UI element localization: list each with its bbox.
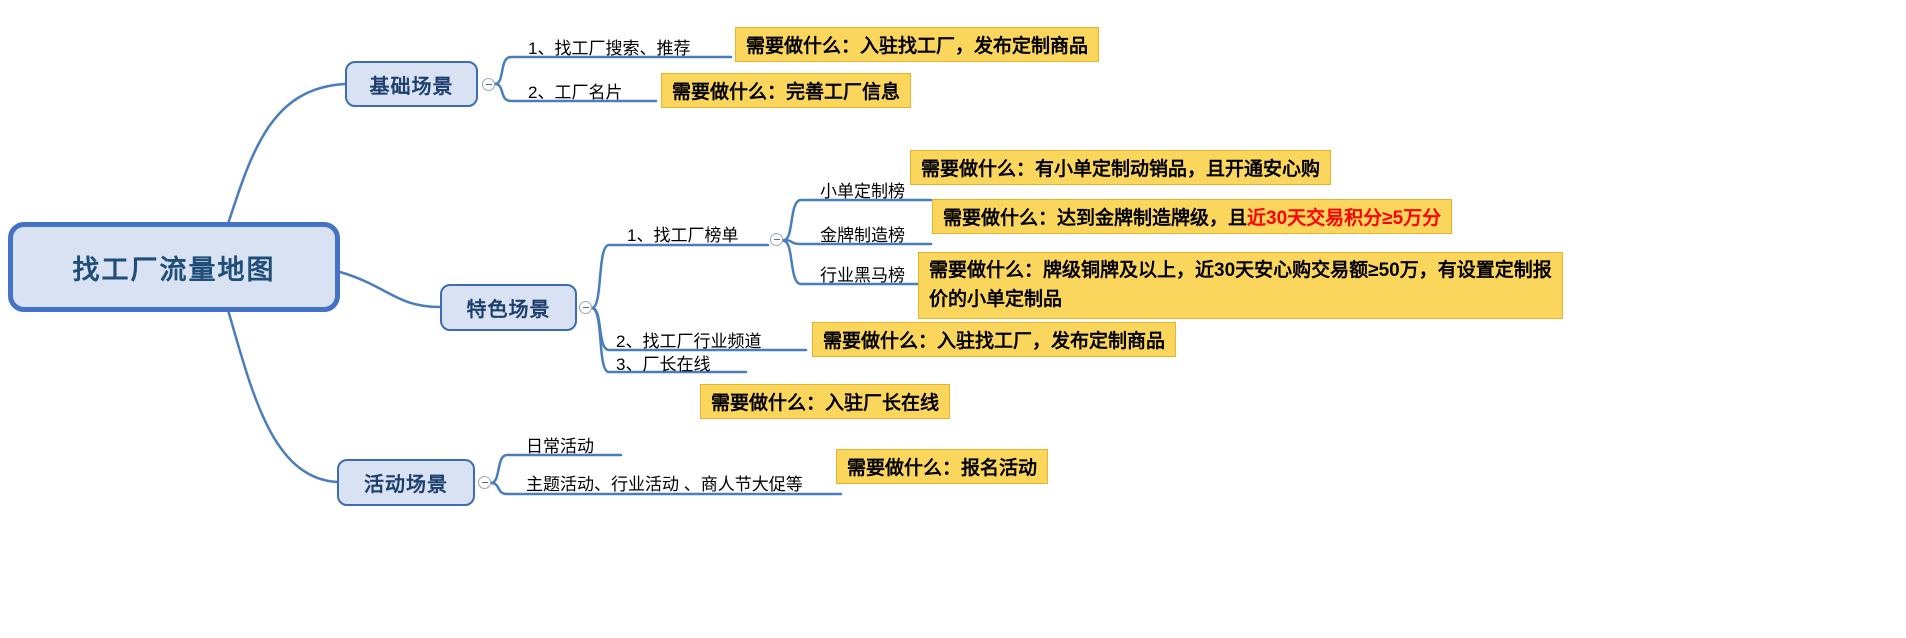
connector-root-featured: [338, 270, 442, 309]
branch-activity-label: 活动场景: [364, 474, 448, 496]
note-online[interactable]: 需要做什么：入驻厂长在线: [700, 384, 951, 419]
note-card[interactable]: 需要做什么：完善工厂信息: [661, 73, 912, 108]
branch-featured-label: 特色场景: [466, 299, 551, 321]
connector-featured-ranking: [590, 243, 770, 310]
topic-card[interactable]: 2、工厂名片: [528, 83, 623, 102]
topic-ranking[interactable]: 1、找工厂榜单: [627, 226, 739, 245]
topic-small-order[interactable]: 小单定制榜: [820, 182, 905, 201]
connector-basic-search: [493, 55, 733, 86]
branch-basic-label: 基础场景: [369, 75, 454, 98]
minus-icon: [773, 239, 780, 240]
collapse-button-activity[interactable]: [478, 476, 491, 489]
connector-ranking-small-order: [782, 198, 933, 242]
topic-search[interactable]: 1、找工厂搜索、推荐: [528, 39, 691, 58]
note-small-order[interactable]: 需要做什么：有小单定制动销品，且开通安心购: [910, 150, 1332, 185]
note-gold[interactable]: 需要做什么：达到金牌制造牌级，且近30天交易积分≥5万分: [932, 199, 1453, 234]
note-search[interactable]: 需要做什么：入驻找工厂，发布定制商品: [735, 27, 1100, 62]
topic-channel[interactable]: 2、找工厂行业频道: [616, 332, 762, 351]
collapse-button-basic[interactable]: [482, 78, 495, 91]
connector-root-basic: [226, 82, 347, 226]
note-gold-highlight: 近30天交易积分≥5万分: [1247, 208, 1442, 229]
connector-basic-card: [493, 82, 658, 103]
collapse-button-featured[interactable]: [579, 301, 592, 314]
minus-icon: [582, 307, 589, 308]
topic-online[interactable]: 3、厂长在线: [616, 355, 711, 374]
connector-activity-theme: [489, 481, 843, 496]
connector-ranking-dark-horse: [782, 239, 933, 286]
connector-ranking-gold: [782, 238, 933, 246]
note-activity[interactable]: 需要做什么：报名活动: [836, 449, 1049, 484]
connector-activity-daily: [489, 453, 623, 485]
note-dark-horse[interactable]: 需要做什么：牌级铜牌及以上，近30天安心购交易额≥50万，有设置定制报价的小单定…: [918, 252, 1563, 319]
note-gold-prefix: 需要做什么：达到金牌制造牌级，且: [943, 208, 1248, 229]
root-node[interactable]: 找工厂流量地图: [8, 222, 340, 312]
branch-node-basic[interactable]: 基础场景: [345, 61, 478, 107]
connector-featured-online: [590, 306, 748, 374]
note-channel[interactable]: 需要做什么：入驻找工厂，发布定制商品: [812, 322, 1177, 357]
root-label: 找工厂流量地图: [72, 254, 276, 285]
branch-node-featured[interactable]: 特色场景: [440, 284, 577, 331]
collapse-button-ranking[interactable]: [770, 233, 783, 246]
connector-root-activity: [226, 308, 339, 484]
topic-theme[interactable]: 主题活动、行业活动 、商人节大促等: [526, 475, 803, 494]
topic-gold[interactable]: 金牌制造榜: [820, 226, 905, 245]
minus-icon: [485, 84, 492, 85]
topic-dark-horse[interactable]: 行业黑马榜: [820, 266, 905, 285]
branch-node-activity[interactable]: 活动场景: [337, 459, 475, 506]
topic-daily[interactable]: 日常活动: [526, 437, 594, 456]
minus-icon: [481, 482, 488, 483]
